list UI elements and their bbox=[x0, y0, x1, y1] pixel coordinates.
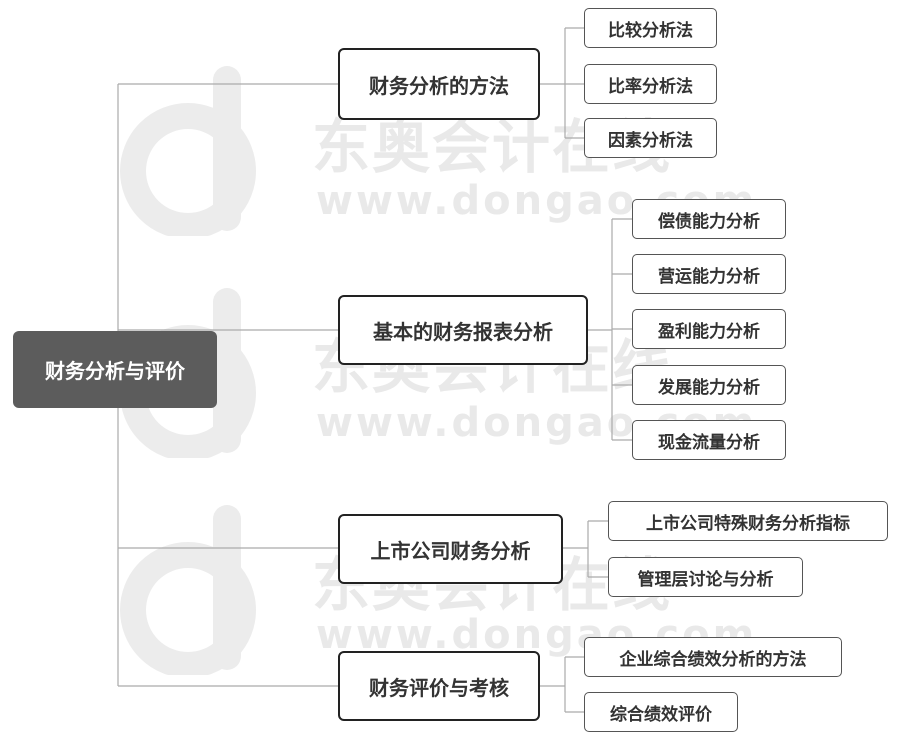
leaf-node[interactable]: 比较分析法 bbox=[584, 8, 717, 48]
branch-node-evaluation-assessment[interactable]: 财务评价与考核 bbox=[338, 651, 540, 721]
leaf-node[interactable]: 管理层讨论与分析 bbox=[608, 557, 803, 597]
branch-node-analysis-methods[interactable]: 财务分析的方法 bbox=[338, 48, 540, 120]
branch-node-listed-company-analysis[interactable]: 上市公司财务分析 bbox=[338, 514, 563, 584]
watermark-logo-icon bbox=[120, 505, 256, 675]
leaf-node[interactable]: 比率分析法 bbox=[584, 64, 717, 104]
leaf-node[interactable]: 营运能力分析 bbox=[632, 254, 786, 294]
branch-node-basic-statement-analysis[interactable]: 基本的财务报表分析 bbox=[338, 295, 588, 365]
leaf-node[interactable]: 因素分析法 bbox=[584, 118, 717, 158]
leaf-node[interactable]: 发展能力分析 bbox=[632, 365, 786, 405]
watermark-logo-icon bbox=[120, 66, 256, 236]
leaf-node[interactable]: 盈利能力分析 bbox=[632, 309, 786, 349]
leaf-node[interactable]: 现金流量分析 bbox=[632, 420, 786, 460]
leaf-node[interactable]: 综合绩效评价 bbox=[584, 692, 738, 732]
leaf-node[interactable]: 企业综合绩效分析的方法 bbox=[584, 637, 842, 677]
leaf-node[interactable]: 偿债能力分析 bbox=[632, 199, 786, 239]
root-node[interactable]: 财务分析与评价 bbox=[13, 331, 217, 408]
leaf-node[interactable]: 上市公司特殊财务分析指标 bbox=[608, 501, 888, 541]
